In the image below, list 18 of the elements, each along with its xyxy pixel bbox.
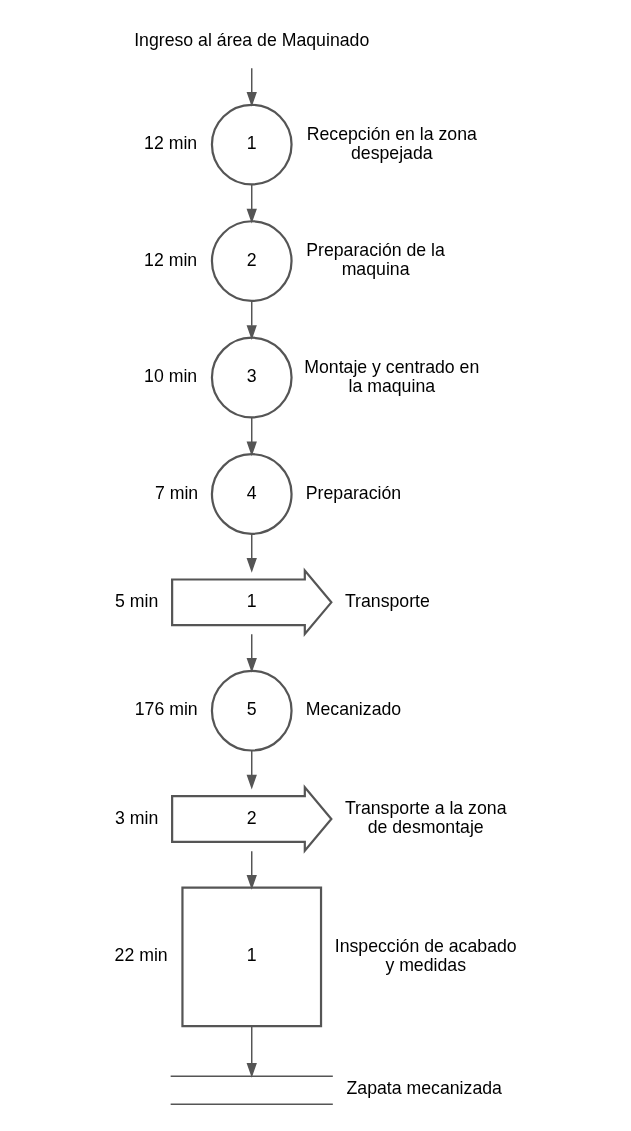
node-label: 5 min [115,590,159,611]
node-label: 7 min [154,482,199,503]
node-label: 12 min [144,133,198,154]
node-text: Ingreso al área de Maquinado [134,29,370,50]
node-label: Preparación de la maquina [306,240,445,280]
node-label: Inspección de acabado y medidas [334,935,517,976]
node-label: Recepción en la zona despejada [306,123,477,163]
node-label: Mecanizado [305,699,402,720]
node-label: 3 min [115,807,159,828]
node-label: Montaje y centrado en la maquina [304,356,480,396]
node-label: 12 min [144,249,198,270]
node-label: Transporte a la zona de desmontaje [344,798,507,838]
node-label: 176 min [134,699,198,720]
node-label: 22 min [114,945,168,966]
node-label: Transporte [344,590,430,611]
node-label: Zapata mecanizada [346,1078,502,1099]
node-label: 10 min [144,366,198,387]
node-label: Preparación [305,482,402,503]
